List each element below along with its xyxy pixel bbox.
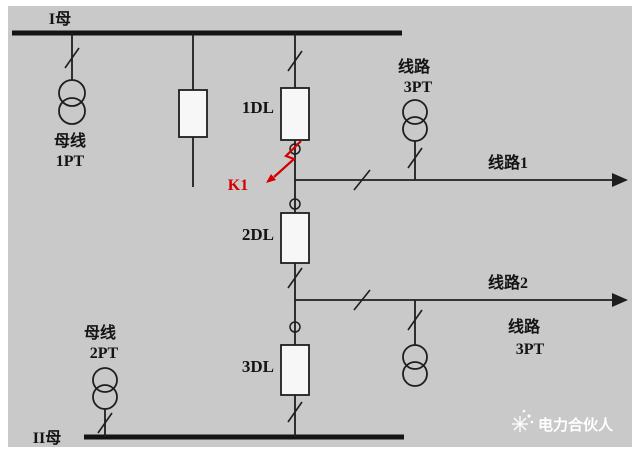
- bus-I-label: I母: [49, 10, 71, 28]
- fault-label: K1: [228, 177, 248, 194]
- line2-label: 线路2: [488, 273, 528, 292]
- line1-label: 线路1: [488, 153, 528, 172]
- watermark-logo-seed: [530, 420, 534, 424]
- isolator-tick: [407, 309, 423, 331]
- watermark-text: 电力合伙人: [538, 416, 614, 434]
- line2-arrow-icon: [612, 293, 628, 307]
- isolator-tick: [287, 267, 303, 289]
- watermark-logo-icon: [512, 409, 534, 432]
- ct-circle: [289, 321, 301, 333]
- bus-II-label: II母: [33, 429, 61, 447]
- breaker-2dl-label: 2DL: [242, 225, 274, 244]
- bus1-pt-label-line1: 母线: [54, 131, 86, 150]
- spare-breaker-box: [178, 89, 208, 138]
- pt-winding-circle: [402, 99, 428, 125]
- pt-winding-circle: [402, 344, 428, 370]
- pt-winding-circle: [92, 367, 118, 393]
- breaker-1dl-label: 1DL: [242, 98, 274, 117]
- breaker-2dl-box: [280, 212, 310, 264]
- breaker-3dl-label: 3DL: [242, 357, 274, 376]
- isolator-tick: [287, 50, 303, 72]
- line2-pt-label-line1: 线路: [508, 317, 541, 336]
- line1-pt-label-line1: 线路: [398, 57, 431, 76]
- pt-winding-circle: [402, 361, 428, 387]
- breaker-3dl-box: [280, 344, 310, 396]
- fault-arrowhead-icon: [266, 174, 276, 183]
- line1-pt-label-line2: 3PT: [404, 79, 433, 96]
- isolator-tick: [97, 412, 113, 434]
- watermark-logo-seed: [527, 414, 531, 418]
- bus2-pt-label-line1: 母线: [84, 323, 116, 342]
- isolator-tick: [353, 289, 371, 311]
- line2-pt-label-line2: 3PT: [516, 341, 545, 358]
- ct-circle: [289, 198, 301, 210]
- watermark-logo-seed: [522, 409, 526, 413]
- isolator-tick: [407, 147, 423, 169]
- diagram-background: [8, 6, 632, 447]
- isolator-tick: [353, 169, 371, 191]
- line1-arrow-icon: [612, 173, 628, 187]
- ct-circle: [289, 143, 301, 155]
- isolator-tick: [64, 47, 80, 69]
- bus2-pt-label-line2: 2PT: [90, 345, 119, 362]
- bus1-pt-label-line2: 1PT: [56, 153, 85, 170]
- pt-winding-circle: [58, 79, 86, 107]
- watermark-logo-ray: [513, 417, 527, 431]
- fault-arrow-icon: [273, 140, 302, 178]
- isolator-tick: [287, 401, 303, 423]
- breaker-1dl-box: [280, 87, 310, 141]
- pt-winding-circle: [58, 97, 86, 125]
